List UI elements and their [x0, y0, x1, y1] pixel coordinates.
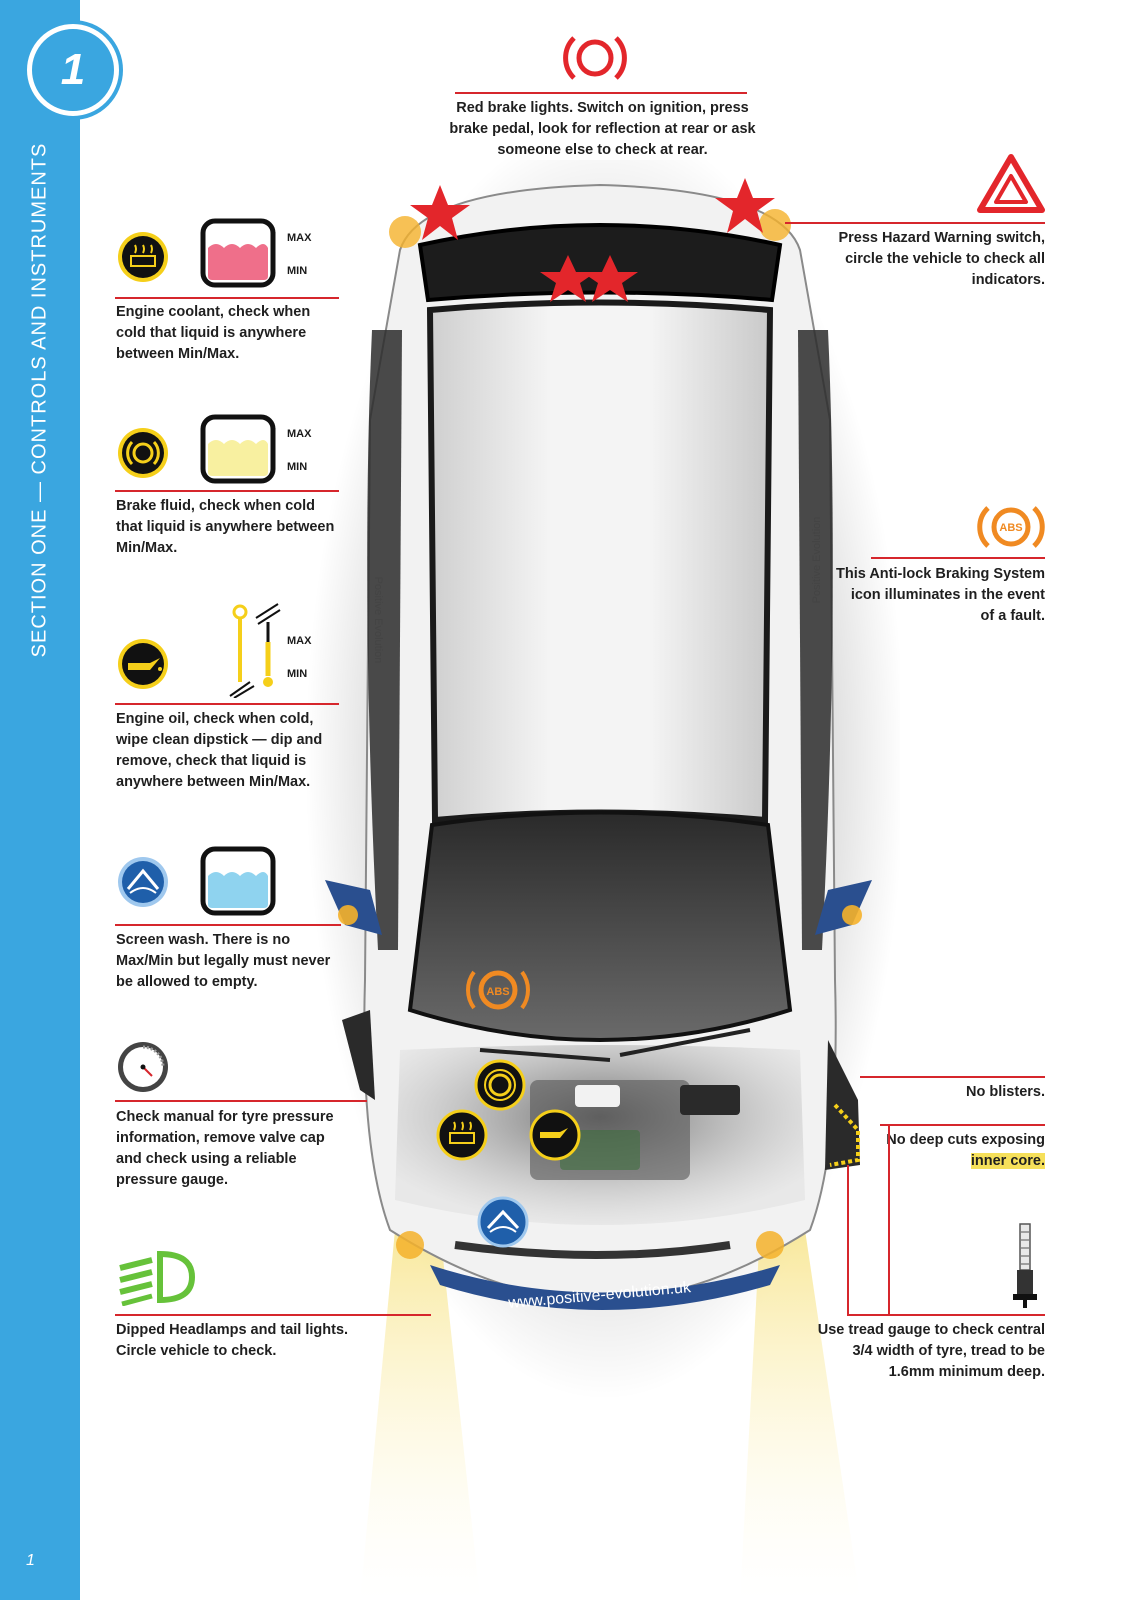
brake-fluid-max-label: MAX [287, 428, 312, 440]
front-right-tyre [825, 1040, 860, 1170]
rear-window [417, 223, 783, 303]
brake-fluid-rule [115, 490, 339, 492]
svg-text:ABS: ABS [486, 986, 509, 998]
abs-rule [871, 557, 1045, 559]
screen-wash-icon [116, 855, 170, 909]
windscreen [407, 810, 793, 1042]
brake-lights-rule [455, 92, 747, 94]
headlamps-text: Dipped Headlamps and tail lights. Circle… [116, 1322, 349, 1359]
brake-warning-icon [560, 28, 630, 88]
blisters-rule [860, 1076, 1045, 1078]
page-number: 1 [26, 1552, 35, 1569]
car-illustration: www.positive-evolution.uk Positive Evolu… [300, 120, 905, 1600]
side-brand-left: Positive Evolution [372, 577, 384, 664]
cuts-rule [880, 1124, 1045, 1126]
dipstick-icon [228, 602, 284, 699]
engine-bay-oil-icon [529, 1109, 581, 1161]
dipped-headlamp-icon [116, 1248, 196, 1307]
coolant-rule [115, 297, 339, 299]
brake-fluid-min-label: MIN [287, 461, 308, 473]
engine-bay-washer-icon [477, 1196, 529, 1248]
right-headlight-beam [740, 1230, 860, 1600]
blisters-text: No blisters. [966, 1084, 1045, 1100]
brake-lights-text: Red brake lights. Switch on ignition, pr… [449, 100, 756, 158]
tread-text: Use tread gauge to check central 3/4 wid… [817, 1322, 1045, 1380]
hazard-warning-icon [976, 152, 1046, 214]
oil-pressure-icon [116, 637, 170, 691]
headlamps-rule [115, 1314, 431, 1316]
car-roof [426, 299, 774, 824]
washer-reservoir-icon [200, 846, 280, 918]
front-left-tyre [342, 1010, 375, 1100]
hazard-rule [785, 222, 1045, 224]
screen-wash-rule [115, 924, 341, 926]
front-bumper-band [430, 1265, 780, 1310]
cuts-text: No deep cuts exposing inner core. [886, 1132, 1045, 1169]
tread-rule [847, 1314, 1045, 1316]
screen-wash-text: Screen wash. There is no Max/Min but leg… [116, 932, 331, 990]
oil-min-label: MIN [287, 668, 308, 680]
brake-fluid-reservoir-icon [200, 414, 280, 486]
engine-bay-brake-icon [474, 1059, 526, 1111]
brake-fluid-text: Brake fluid, check when cold that liquid… [116, 498, 335, 556]
pressure-gauge-icon [116, 1040, 170, 1094]
tyre-pressure-rule [115, 1100, 367, 1102]
section-number-badge: 1 [27, 24, 119, 116]
section-number: 1 [60, 45, 86, 94]
brake-light-glows [410, 178, 775, 302]
tyre-pressure-text: Check manual for tyre pressure informati… [116, 1109, 334, 1188]
oil-max-label: MAX [287, 635, 312, 647]
side-brand-right: Positive Evolution [811, 517, 823, 604]
coolant-min-label: MIN [287, 265, 308, 277]
coolant-text: Engine coolant, check when cold that liq… [116, 304, 311, 362]
abs-text: This Anti-lock Braking System icon illum… [836, 566, 1045, 624]
coolant-max-label: MAX [287, 232, 312, 244]
coolant-icon [116, 230, 170, 284]
oil-rule [115, 703, 339, 705]
brake-fluid-icon [116, 426, 170, 480]
coolant-reservoir-icon [200, 218, 280, 290]
right-mirror [815, 880, 872, 935]
svg-text:ABS: ABS [999, 522, 1022, 534]
section-title: SECTION ONE — CONTROLS AND INSTRUMENTS [28, 142, 51, 658]
abs-warning-icon: ABS [976, 500, 1046, 554]
hazard-text: Press Hazard Warning switch, circle the … [838, 230, 1045, 288]
section-sidebar: 1 SECTION ONE — CONTROLS AND INSTRUMENTS… [0, 0, 119, 1600]
oil-text: Engine oil, check when cold, wipe clean … [116, 711, 323, 790]
windscreen-abs-icon: ABS [466, 970, 530, 1010]
tread-vertical-rule-2 [888, 1124, 890, 1315]
indicator-lights [338, 209, 862, 1259]
left-headlight-beam [360, 1230, 480, 1600]
engine-bay-coolant-icon [436, 1109, 488, 1161]
tread-vertical-rule-1 [847, 1165, 849, 1315]
tread-gauge-icon [1010, 1222, 1040, 1308]
